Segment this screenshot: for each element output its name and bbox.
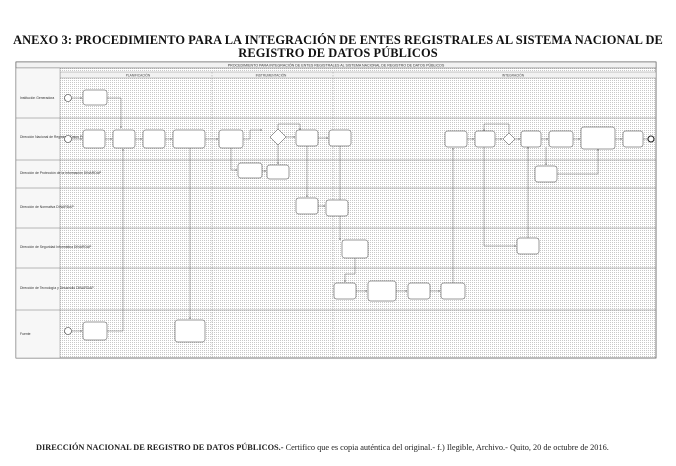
task-box — [82, 129, 106, 149]
task-box — [580, 126, 616, 150]
start-event — [64, 135, 72, 143]
task-box — [548, 130, 574, 148]
flow-arrow — [243, 129, 263, 140]
lane-label-seguridad: Dirección de Seguridad Informática DINAR… — [20, 245, 92, 249]
flow-arrow — [107, 97, 122, 129]
flow-arrow — [557, 148, 599, 175]
phase-label-instrumentacion: INSTRUMENTACIÓN — [256, 72, 287, 77]
task-box — [440, 282, 466, 300]
lane-label-proteccion: Dirección de Protección de la Informació… — [20, 171, 102, 175]
task-box — [172, 129, 206, 149]
end-event — [647, 135, 655, 143]
lane-label-tecnologia: Dirección de Tecnología y Desarrollo DIN… — [20, 286, 94, 290]
task-box — [295, 129, 319, 147]
task-box — [474, 130, 496, 148]
lane-label-institucion: Institución Generadora — [20, 96, 54, 100]
task-box — [218, 129, 244, 149]
task-box — [266, 164, 290, 180]
decision-gateway — [502, 132, 516, 146]
task-box — [407, 282, 431, 300]
task-box — [622, 130, 644, 148]
task-box — [112, 129, 136, 149]
task-box — [174, 319, 206, 343]
lane-label-normativa: Dirección de Normativa DINARDAP — [20, 205, 74, 209]
flow-arrow — [107, 148, 124, 332]
flow-arrow — [277, 123, 301, 131]
task-box — [82, 321, 108, 341]
document-title: ANEXO 3: PROCEDIMIENTO PARA LA INTEGRACI… — [0, 34, 676, 60]
flow-arrow — [230, 148, 238, 171]
flow-arrow — [483, 123, 510, 133]
task-box — [341, 239, 369, 259]
phase-label-planificacion: PLANIFICACIÓN — [126, 72, 151, 77]
lane-label-dinardap: Dirección Nacional de Registro y Datos P… — [20, 135, 93, 139]
process-diagram: PROCEDIMIENTO PARA INTEGRACIÓN DE ENTES … — [15, 61, 657, 359]
start-event — [64, 327, 72, 335]
flow-arrow — [344, 258, 356, 283]
task-box — [534, 165, 558, 183]
title-line-2: REGISTRO DE DATOS PÚBLICOS — [238, 46, 438, 60]
task-box — [142, 129, 166, 149]
certification-footer: DIRECCIÓN NACIONAL DE REGISTRO DE DATOS … — [36, 443, 666, 452]
task-box — [237, 162, 263, 179]
pool-title: PROCEDIMIENTO PARA INTEGRACIÓN DE ENTES … — [228, 62, 445, 67]
start-event — [64, 94, 72, 102]
task-box — [444, 130, 468, 148]
phase-label-integracion: INTEGRACIÓN — [502, 72, 525, 77]
task-box — [325, 199, 349, 217]
lane-label-fuente: Fuente — [20, 332, 31, 336]
lane-label-column — [15, 67, 61, 359]
task-box — [82, 89, 108, 106]
title-line-1: ANEXO 3: PROCEDIMIENTO PARA LA INTEGRACI… — [13, 33, 663, 47]
footer-certification-text: Certifico que es copia auténtica del ori… — [283, 443, 609, 452]
pool-title-bar — [15, 61, 657, 69]
footer-institution: DIRECCIÓN NACIONAL DE REGISTRO DE DATOS … — [36, 443, 284, 452]
task-box — [295, 197, 319, 215]
task-box — [520, 130, 542, 148]
task-box — [333, 282, 357, 300]
flow-arrow — [483, 147, 517, 247]
task-box — [516, 237, 540, 255]
task-box — [328, 129, 352, 147]
task-box — [367, 280, 397, 302]
